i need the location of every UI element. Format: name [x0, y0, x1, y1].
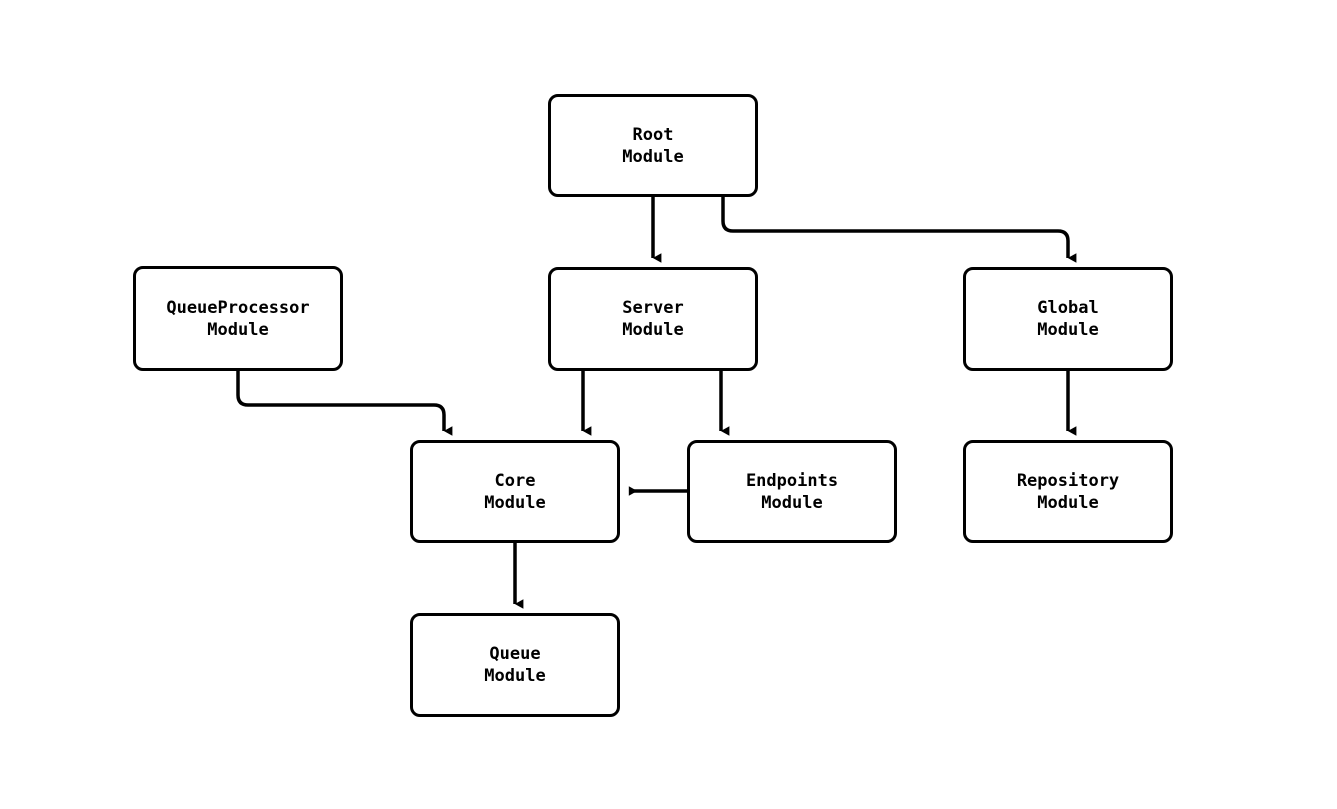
node-label-endpoints-module: Endpoints Module: [745, 470, 839, 513]
node-repository-module[interactable]: Repository Module: [963, 440, 1173, 543]
edge-root-to-global: [721, 197, 1077, 263]
node-label-queueprocessor-module: QueueProcessor Module: [166, 297, 310, 340]
node-root-module[interactable]: Root Module: [548, 94, 758, 197]
node-label-repository-module: Repository Module: [1016, 470, 1120, 513]
node-label-root-module: Root Module: [622, 124, 684, 167]
node-queue-module[interactable]: Queue Module: [410, 613, 620, 717]
node-server-module[interactable]: Server Module: [548, 267, 758, 371]
edge-queueprocessor-to-core: [236, 371, 453, 436]
node-queueprocessor-module[interactable]: QueueProcessor Module: [133, 266, 343, 371]
node-endpoints-module[interactable]: Endpoints Module: [687, 440, 897, 543]
node-global-module[interactable]: Global Module: [963, 267, 1173, 371]
node-label-queue-module: Queue Module: [484, 644, 546, 686]
node-label-core-module: Core Module: [484, 470, 546, 513]
node-label-global-module: Global Module: [1037, 298, 1099, 340]
node-label-server-module: Server Module: [622, 298, 684, 340]
node-core-module[interactable]: Core Module: [410, 440, 620, 543]
